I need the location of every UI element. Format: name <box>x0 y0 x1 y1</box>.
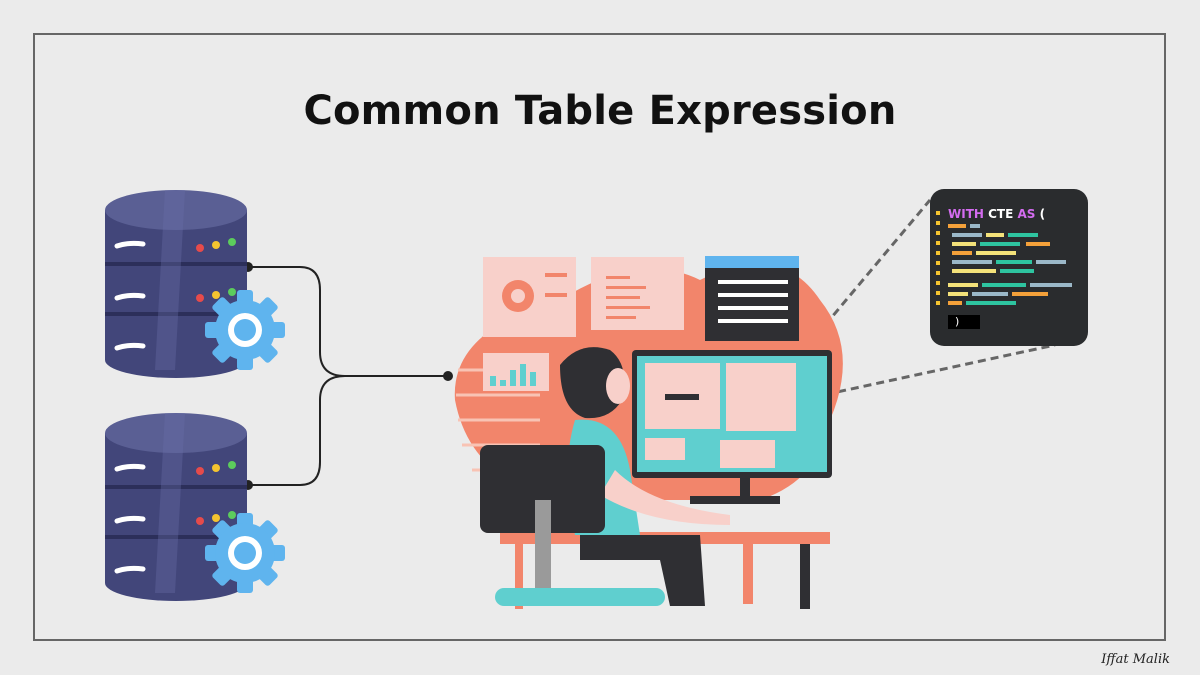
cte-code-line: WITH CTE AS ( <box>948 207 1045 221</box>
close-paren: ) <box>948 315 980 329</box>
code-lines <box>936 211 1072 305</box>
author-signature: Iffat Malik <box>1101 652 1170 667</box>
cte-name: CTE <box>988 207 1014 221</box>
connector-lines <box>243 262 453 490</box>
database-icon <box>105 190 247 378</box>
gear-icon <box>205 290 285 370</box>
outer-frame <box>33 33 1166 641</box>
open-paren: ( <box>1039 207 1046 221</box>
page-title: Common Table Expression <box>303 88 897 134</box>
keyword-with: WITH <box>948 207 984 221</box>
gear-icon <box>205 513 285 593</box>
developer-illustration <box>454 256 843 609</box>
keyword-as: AS <box>1017 207 1036 221</box>
code-panel: WITH CTE AS ( ) <box>930 189 1088 346</box>
database-icon <box>105 413 247 601</box>
